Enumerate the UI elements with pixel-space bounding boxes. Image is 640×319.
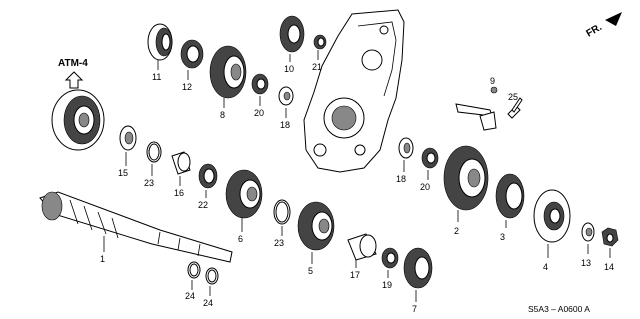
front-direction-arrow-icon: FR. <box>584 12 622 40</box>
part-2-gear <box>443 145 489 211</box>
diagram-code: S5A3 – A0600 A <box>528 304 590 314</box>
atm-label: ATM-4 <box>58 58 88 69</box>
label-13: 13 <box>581 258 591 268</box>
label-2: 2 <box>454 226 459 236</box>
label-1: 1 <box>100 254 105 264</box>
label-3: 3 <box>500 232 505 242</box>
part-15-washer <box>119 125 137 151</box>
label-15: 15 <box>118 168 128 178</box>
part-3-synchro-hub <box>495 173 525 219</box>
part-18-washer-lower <box>398 137 414 159</box>
part-17-collar <box>347 233 377 261</box>
label-23a: 23 <box>144 178 154 188</box>
part-19-needle-bearing <box>381 247 399 269</box>
fr-label: FR. <box>584 22 604 40</box>
part-12-gear <box>180 39 204 69</box>
label-18a: 18 <box>280 120 290 130</box>
label-24b: 24 <box>203 298 213 308</box>
part-9-shift-shaft <box>455 86 498 131</box>
label-23b: 23 <box>274 238 284 248</box>
part-24-snap-ring-a <box>187 261 201 279</box>
part-23-snap-ring-upper <box>146 141 162 163</box>
part-20-needle-bearing-lower <box>421 147 439 169</box>
part-11-synchro-sleeve <box>147 23 173 61</box>
label-7: 7 <box>412 304 417 314</box>
part-20-needle-bearing-upper <box>251 73 269 95</box>
part-16-collar <box>171 151 191 175</box>
label-20a: 20 <box>254 108 264 118</box>
part-6-gear <box>225 169 263 219</box>
label-9: 9 <box>490 76 495 86</box>
part-13-washer <box>581 222 595 242</box>
label-22: 22 <box>198 200 208 210</box>
part-10-gear <box>279 15 305 53</box>
part-4-gear <box>533 189 571 243</box>
part-8-gear <box>209 45 247 99</box>
clutch-drum <box>51 89 105 151</box>
label-25: 25 <box>508 92 518 102</box>
part-22-needle-bearing <box>198 163 218 189</box>
label-16: 16 <box>174 188 184 198</box>
label-5: 5 <box>308 266 313 276</box>
label-17: 17 <box>350 270 360 280</box>
label-20b: 20 <box>420 182 430 192</box>
label-21: 21 <box>312 62 322 72</box>
label-6: 6 <box>238 234 243 244</box>
part-1-mainshaft <box>39 191 233 263</box>
part-14-locknut <box>601 227 619 247</box>
part-24-snap-ring-b <box>205 267 219 285</box>
transmission-housing <box>303 9 405 173</box>
label-19: 19 <box>382 280 392 290</box>
label-12: 12 <box>182 82 192 92</box>
label-10: 10 <box>284 64 294 74</box>
part-5-gear <box>297 201 335 251</box>
part-21-bearing <box>313 34 327 50</box>
label-11: 11 <box>152 72 161 82</box>
label-4: 4 <box>543 262 548 272</box>
up-arrow-icon <box>64 71 84 89</box>
part-18-washer-upper <box>278 86 294 106</box>
label-8: 8 <box>220 110 225 120</box>
part-23-snap-ring-lower <box>273 199 291 225</box>
label-14: 14 <box>604 262 614 272</box>
part-25-bolt <box>507 97 523 119</box>
part-7-gear <box>403 247 433 289</box>
label-18b: 18 <box>396 174 406 184</box>
label-24a: 24 <box>185 291 195 301</box>
